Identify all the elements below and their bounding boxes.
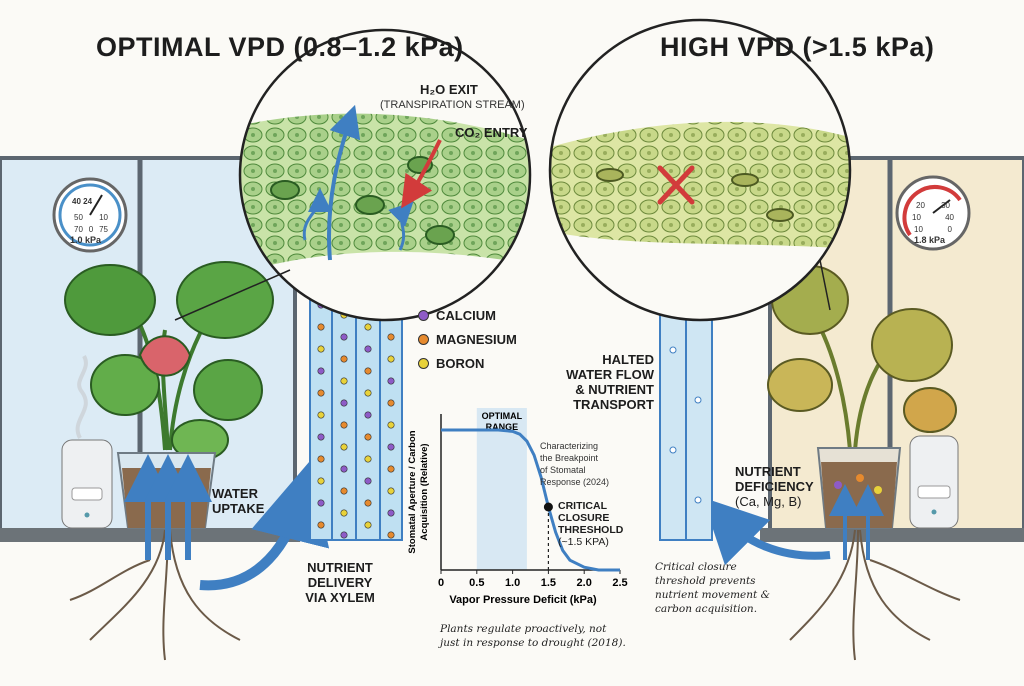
h2o-exit-sublabel: (TRANSPIRATION STREAM): [380, 99, 525, 111]
x-tick-label: 2.5: [612, 577, 627, 589]
nutrient-particle: [387, 531, 395, 539]
optimal-range-label-2: RANGE: [486, 422, 519, 432]
nutrient-particle: [364, 367, 372, 375]
blocked-arrow: [702, 497, 831, 566]
nutrient-particle: [364, 411, 372, 419]
vpd-chart: OPTIMAL RANGE 0 0.5 1.0 1.5 2.0 2.5 Vapor Pre…: [407, 408, 628, 606]
nutrient-particle: [387, 399, 395, 407]
right-leaf-magnifier: [548, 18, 852, 322]
nutrient-particle: [317, 389, 325, 397]
nutrient-particle: [340, 333, 348, 341]
nutrient-particle: [364, 433, 372, 441]
h2o-exit-label: H₂O EXIT: [420, 82, 478, 97]
x-tick-label: 0.5: [469, 577, 484, 589]
co2-entry-label: CO₂ ENTRY: [455, 125, 528, 140]
nutrient-particle: [317, 477, 325, 485]
nutrient-particle: [340, 399, 348, 407]
x-tick-label: 2.0: [577, 577, 592, 589]
nutrient-legend: CALCIUM MAGNESIUM BORON: [418, 308, 517, 380]
nutrient-particle: [364, 499, 372, 507]
nutrient-particle: [340, 421, 348, 429]
optimal-range-label-1: OPTIMAL: [482, 411, 523, 421]
lens-connector-right: [819, 259, 831, 311]
nutrient-particle: [317, 499, 325, 507]
nutrient-particle: [387, 443, 395, 451]
nutrient-particle: [317, 411, 325, 419]
x-tick-label: 1.5: [541, 577, 556, 589]
humidifier-right: [909, 435, 959, 529]
left-title: OPTIMAL VPD (0.8–1.2 kPa): [96, 32, 464, 62]
nutrient-particle: [387, 333, 395, 341]
nutrient-particle: [340, 509, 348, 517]
threshold-point: [543, 502, 553, 512]
uptake-arrows: [124, 454, 884, 560]
aperture-curve: [441, 428, 620, 572]
boron-dot: [418, 358, 429, 369]
nutrient-particle: [387, 421, 395, 429]
nutrient-particle: [387, 465, 395, 473]
gauge-right-reading: 1.8 kPa: [914, 235, 946, 245]
nutrient-particle: [340, 465, 348, 473]
nutrient-particle: [364, 389, 372, 397]
y-axis-label-2: Acquisition (Relative): [419, 443, 430, 540]
nutrient-particle: [364, 323, 372, 331]
nutrient-particle: [340, 355, 348, 363]
nutrient-particle: [364, 345, 372, 353]
legend-item-boron: BORON: [418, 356, 517, 371]
magnesium-dot: [418, 334, 429, 345]
humidifier-left: [61, 355, 113, 529]
left-leaf-magnifier: [238, 28, 532, 322]
nutrient-particle: [364, 477, 372, 485]
nutrient-particle: [317, 433, 325, 441]
legend-item-magnesium: MAGNESIUM: [418, 332, 517, 347]
nutrient-particle: [317, 323, 325, 331]
nutrient-particle: [340, 377, 348, 385]
nutrient-particle: [387, 377, 395, 385]
gauge-right: [895, 175, 971, 251]
nutrient-particle: [364, 521, 372, 529]
x-tick-label: 1.0: [505, 577, 520, 589]
nutrient-particle: [387, 487, 395, 495]
right-title: HIGH VPD (>1.5 kPa): [660, 32, 935, 62]
nutrient-particle: [340, 443, 348, 451]
y-axis-label-1: Stomatal Aperture / Carbon: [407, 430, 418, 553]
calcium-dot: [418, 310, 429, 321]
delivery-arrow: [199, 461, 330, 591]
gauge-left-ticks: 40 24: [72, 197, 93, 206]
nutrient-particle: [364, 455, 372, 463]
nutrient-particle: [340, 531, 348, 539]
gauge-left: [52, 177, 128, 253]
nutrient-particle: [317, 521, 325, 529]
nutrient-particle: [317, 455, 325, 463]
x-tick-label: 0: [438, 577, 444, 589]
nutrient-particle: [317, 345, 325, 353]
legend-item-calcium: CALCIUM: [418, 308, 517, 323]
nutrient-particle: [387, 355, 395, 363]
nutrient-particle: [317, 367, 325, 375]
left-xylem: [309, 289, 403, 541]
gauge-left-reading: 1.0 kPa: [70, 235, 102, 245]
nutrient-particle: [387, 509, 395, 517]
nutrient-particle: [340, 487, 348, 495]
x-axis-label: Vapor Pressure Deficit (kPa): [449, 594, 597, 606]
optimal-range-band: [476, 408, 527, 570]
lens-connector-left: [174, 269, 291, 321]
